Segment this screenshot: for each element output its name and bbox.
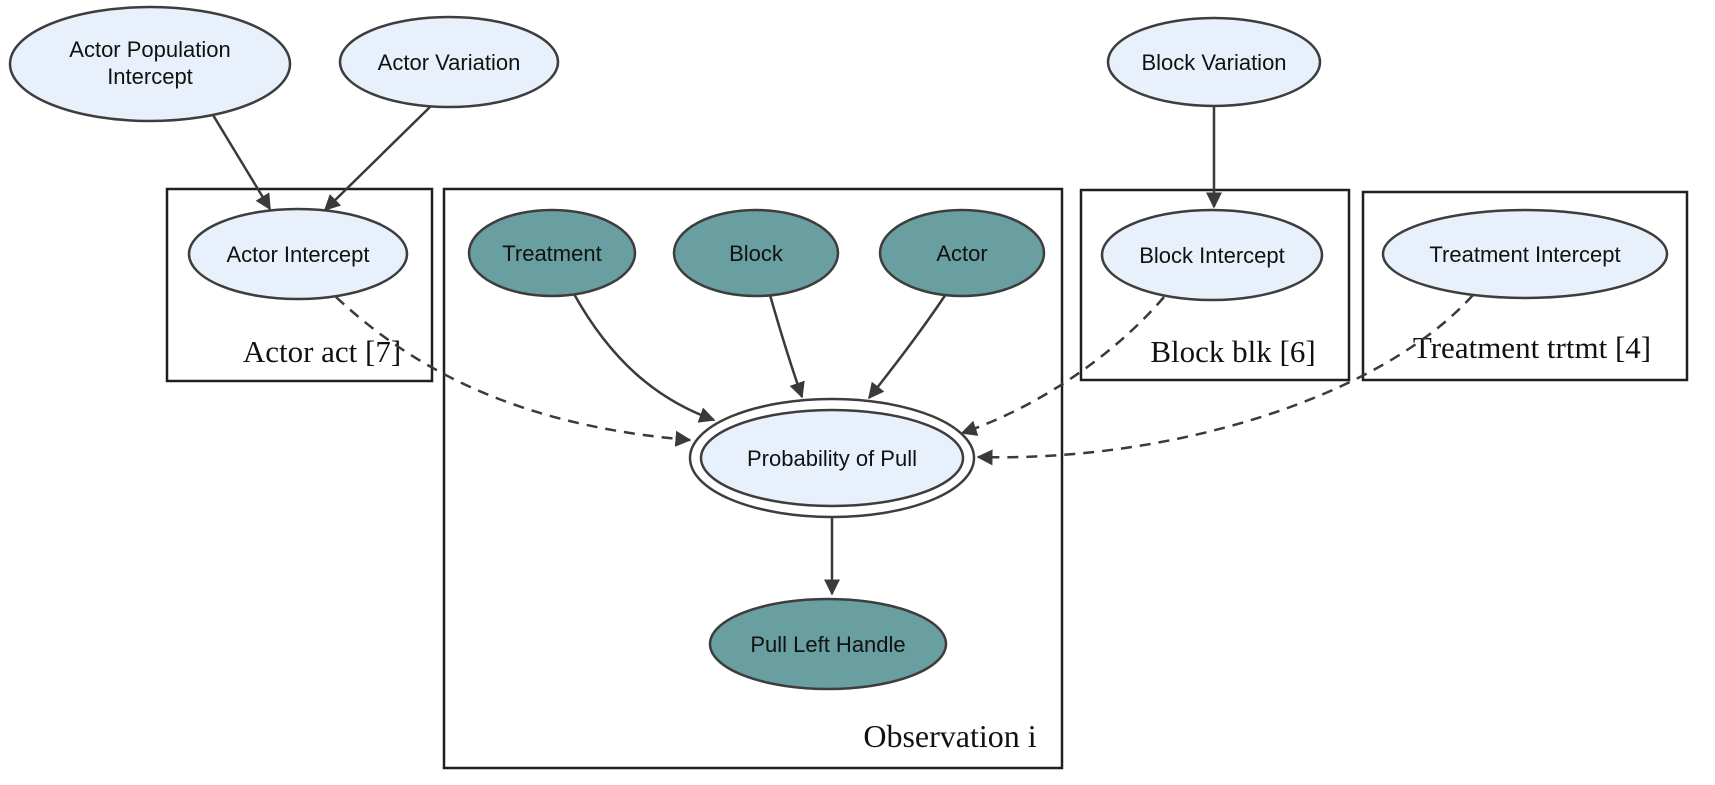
plate-label-block-blk: Block blk [6] [1150, 334, 1315, 369]
node-block-label: Block [729, 241, 784, 266]
node-actor-variation-shape [338, 15, 560, 109]
edge-treatment-to-probability-of-pull [572, 293, 716, 423]
edge-actor-intercept-to-probability-of-pull-dashed [335, 296, 692, 447]
node-pull-left-handle-label: Pull Left Handle [750, 632, 905, 657]
node-actor-label: Actor [936, 241, 987, 266]
node-block-variation-shape [1106, 16, 1322, 108]
node-pull-left-handle-shape [708, 597, 948, 691]
node-actor-population-intercept: Actor Population Intercept [8, 5, 292, 123]
plate-treatment-trtmt [1361, 190, 1689, 382]
node-block-intercept-shape [1100, 208, 1324, 302]
plate-actor-act [165, 187, 434, 383]
node-treatment-intercept-label: Treatment Intercept [1429, 242, 1620, 267]
plate-label-observation: Observation i [863, 718, 1036, 754]
node-treatment-intercept: Treatment Intercept [1381, 208, 1669, 300]
node-probability-of-pull-label: Probability of Pull [747, 446, 917, 471]
plate-label-actor-act: Actor act [7] [243, 334, 401, 369]
node-actor-variation-label: Actor Variation [378, 50, 521, 75]
plates: Actor act [7] Observation i Block blk [6… [165, 187, 1689, 770]
plate-label-treatment-trtmt: Treatment trtmt [4] [1413, 330, 1651, 365]
node-actor-population-intercept-shape [8, 5, 292, 123]
node-actor-variation: Actor Variation [338, 15, 560, 109]
node-actor-intercept-shape [187, 207, 409, 301]
edges [211, 105, 1474, 596]
node-treatment-intercept-shape [1381, 208, 1669, 300]
edge-actor-to-probability-of-pull [868, 293, 948, 400]
node-actor-shape [878, 208, 1046, 298]
node-actor-population-intercept-label-line1: Actor Population [69, 37, 230, 62]
node-probability-of-pull: Probability of Pull [688, 397, 976, 519]
node-block-variation-label: Block Variation [1141, 50, 1286, 75]
node-block-shape [672, 208, 840, 298]
edge-block-to-probability-of-pull [768, 294, 805, 399]
node-block-intercept-label: Block Intercept [1139, 243, 1285, 268]
node-treatment: Treatment [467, 208, 637, 298]
node-actor: Actor [878, 208, 1046, 298]
nodes: Actor Population Intercept Actor Variati… [8, 5, 1669, 691]
node-actor-population-intercept-label-line2: Intercept [107, 64, 193, 89]
node-treatment-shape [467, 208, 637, 298]
node-block-intercept: Block Intercept [1100, 208, 1324, 302]
node-block-variation: Block Variation [1106, 16, 1322, 108]
node-actor-intercept-label: Actor Intercept [226, 242, 369, 267]
edge-treatment-intercept-to-probability-of-pull-dashed [976, 294, 1474, 466]
edge-actor-variation-to-actor-intercept [323, 105, 432, 212]
node-treatment-label: Treatment [502, 241, 601, 266]
edge-actor-population-intercept-to-actor-intercept [211, 114, 272, 211]
node-block: Block [672, 208, 840, 298]
node-pull-left-handle: Pull Left Handle [708, 597, 948, 691]
node-actor-intercept: Actor Intercept [187, 207, 409, 301]
plate-observation [442, 187, 1064, 770]
edge-block-intercept-to-probability-of-pull-dashed [960, 296, 1165, 436]
node-probability-of-pull-inner-shape [699, 408, 965, 508]
